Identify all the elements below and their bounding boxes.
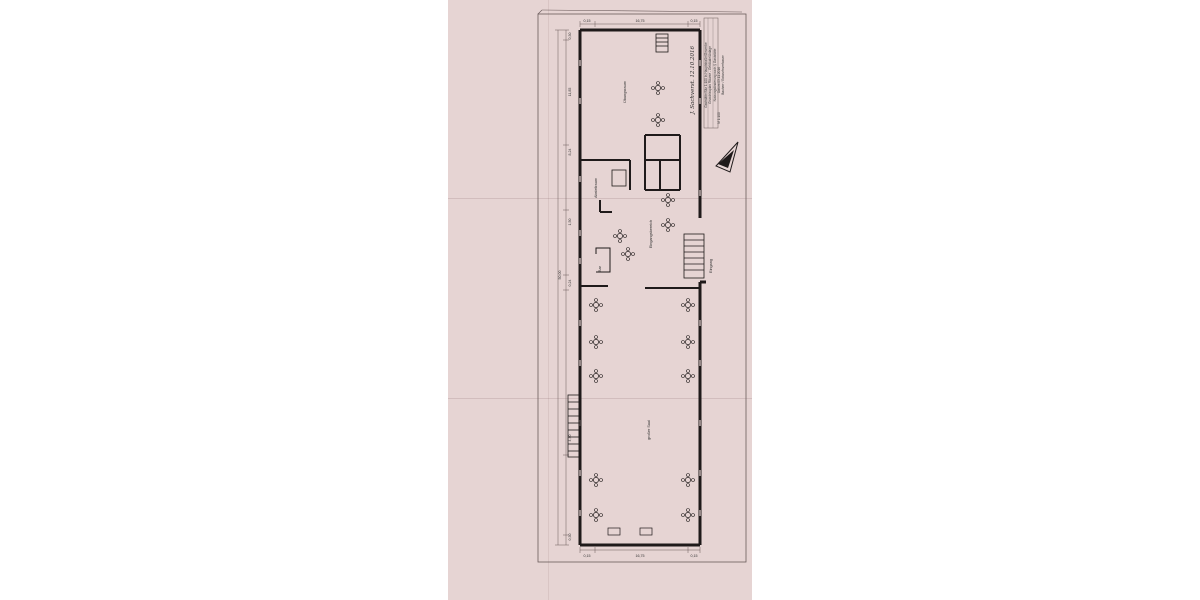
title-line: M 1:100	[717, 112, 721, 124]
dim-left-seg: 0,30	[568, 534, 572, 541]
dim-top-total: 16,75	[636, 19, 645, 23]
interior-walls	[580, 134, 700, 289]
dim-bottom-left: 0,15	[584, 554, 591, 558]
table-with-chairs-icon	[589, 298, 603, 312]
rect-table-icon	[607, 527, 621, 536]
table-with-chairs-icon	[589, 473, 603, 487]
title-line: Gaststätte/Sitz 1:100 In Hauptstraße/Gew…	[704, 42, 708, 108]
table-with-chairs-icon	[681, 298, 695, 312]
table-with-chairs-icon	[621, 247, 635, 261]
dim-top-right: 0,15	[691, 19, 698, 23]
dim-left-seg: 8,24	[568, 149, 572, 156]
dim-bottom-total: 16,75	[636, 554, 645, 558]
north-arrow-icon	[715, 141, 739, 173]
table-with-chairs-icon	[681, 335, 695, 349]
fold-line	[448, 398, 752, 399]
table-with-chairs-icon	[681, 473, 695, 487]
table-with-chairs-icon	[589, 508, 603, 522]
room-label-storage: Abstellraum	[594, 178, 598, 198]
table-with-chairs-icon	[661, 193, 675, 207]
title-line: Nutzungsänderung nach § Gaststätte	[713, 48, 717, 101]
title-line: Datum 03.11.2016	[717, 67, 721, 93]
window-marks	[579, 60, 701, 516]
room-label-entrance: Eingang	[709, 259, 713, 273]
furniture	[589, 81, 695, 536]
stair-side	[567, 394, 581, 458]
dimension-lines	[555, 21, 701, 553]
dim-left-seg: 0,24	[568, 280, 572, 287]
table-with-chairs-icon	[661, 218, 675, 232]
room-label-main-hall: großer Saal	[647, 420, 651, 440]
table-with-chairs-icon	[681, 369, 695, 383]
room-label-upper: Übungsraum	[623, 81, 627, 103]
table-with-chairs-icon	[681, 508, 695, 522]
room-label-bar: Bar	[598, 265, 602, 272]
table-with-chairs-icon	[651, 113, 665, 127]
bar-counter	[595, 247, 611, 273]
fold-line	[548, 0, 549, 600]
room-label-entrance-area: Eingangsbereich	[649, 220, 653, 248]
kitchen-counter	[611, 169, 627, 187]
stair-entrance	[683, 233, 705, 279]
dim-left-seg: 1,50	[568, 219, 572, 226]
stair-upper	[655, 33, 669, 53]
rect-table-icon	[639, 527, 653, 536]
dim-bottom-right: 0,15	[691, 554, 698, 558]
dim-left-seg: 4,40	[568, 435, 572, 442]
title-line: Bauherr / Entwurfsverfasser	[721, 54, 725, 94]
table-with-chairs-icon	[589, 335, 603, 349]
title-signature: J. Sachverst. 12.10.2016	[690, 46, 696, 115]
dim-overall-length: 50,00	[558, 271, 562, 280]
dim-left-seg: 11,85	[568, 88, 572, 97]
dim-left-seg: 0,30	[568, 33, 572, 40]
title-line: Grundrissplan Räume - Gebäude/Anlage	[708, 46, 712, 104]
title-block: J. Sachverst. 12.10.2016 Gaststätte/Sitz…	[690, 17, 725, 129]
table-with-chairs-icon	[589, 369, 603, 383]
dim-top-left: 0,15	[584, 19, 591, 23]
fold-line	[448, 198, 752, 199]
drawing-frame	[537, 13, 747, 563]
table-with-chairs-icon	[613, 229, 627, 243]
table-with-chairs-icon	[651, 81, 665, 95]
